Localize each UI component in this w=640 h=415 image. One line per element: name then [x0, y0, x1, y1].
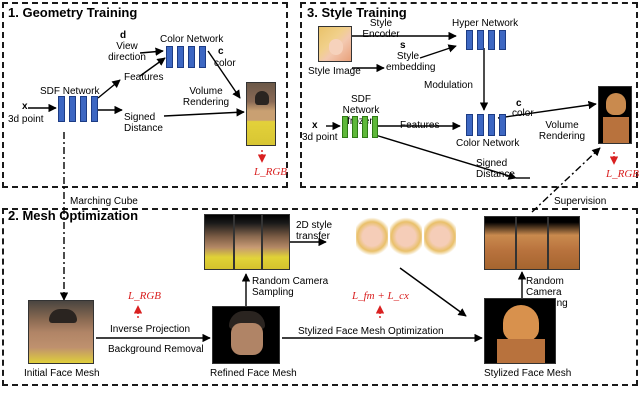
point-label: 3d point — [8, 114, 44, 125]
sdf-network-block — [58, 96, 98, 122]
style-image — [318, 26, 352, 62]
sdf-network-label: SDF Network — [40, 86, 100, 97]
style-encoder-label: Style Encoder — [362, 18, 400, 40]
initial-face-mesh-image — [28, 300, 94, 364]
style-color-symbol: c — [516, 98, 522, 109]
style-point-label: 3d point — [302, 132, 338, 143]
geometry-training-section — [2, 2, 288, 188]
marching-cube-label: Marching Cube — [70, 196, 138, 207]
style-color-output-label: color — [512, 108, 534, 119]
refined-face-mesh-image — [212, 306, 280, 364]
view-direction-label: View direction — [108, 41, 146, 63]
style-training-title: 3. Style Training — [307, 5, 407, 20]
point-symbol: x — [22, 101, 28, 112]
style-features-label: Features — [400, 120, 440, 131]
style-color-network-label: Color Network — [456, 138, 520, 149]
supervision-label: Supervision — [554, 196, 607, 207]
rendered-face-image — [246, 82, 276, 146]
geometry-training-title: 1. Geometry Training — [8, 5, 138, 20]
mesh-loss-rgb: L_RGB — [128, 290, 161, 302]
style-volume-rendering-label: Volume Rendering — [538, 120, 586, 142]
mesh-loss-fm-cx: L_fm + L_cx — [352, 290, 409, 302]
stylized-mesh-view-strip — [484, 216, 580, 270]
inverse-projection-label: Inverse Projection — [110, 324, 191, 335]
hyper-network-label: Hyper Network — [452, 18, 519, 29]
view-direction-symbol: d — [120, 30, 127, 41]
hyper-network-block — [466, 30, 506, 50]
modulation-label: Modulation — [424, 80, 473, 91]
style-embedding-symbol: s — [400, 40, 406, 51]
initial-face-mesh-label: Initial Face Mesh — [24, 368, 100, 379]
color-symbol: c — [218, 46, 224, 57]
style-image-label: Style Image — [308, 66, 361, 77]
style-signed-distance-label: Signed Distance — [476, 158, 515, 180]
color-output-label: color — [214, 58, 236, 69]
style-transfer-label: 2D style transfer — [296, 220, 333, 242]
real-view-strip — [204, 214, 290, 270]
stylized-face-mesh-label: Stylized Face Mesh — [484, 368, 572, 379]
stylized-face-mesh-image — [484, 298, 556, 364]
style-loss-rgb: L_RGB — [606, 168, 639, 180]
geometry-loss-rgb: L_RGB — [254, 166, 287, 178]
random-camera-sampling-left: Random Camera Sampling — [252, 276, 329, 298]
style-color-network-block — [466, 114, 506, 136]
frozen-sdf-network-label: SDF Network (frozen) — [342, 94, 380, 127]
color-network-block — [166, 46, 206, 68]
color-network-label: Color Network — [160, 34, 224, 45]
mesh-optimization-section — [2, 208, 638, 386]
stylized-view-strip — [356, 214, 456, 264]
background-removal-label: Background Removal — [108, 344, 204, 355]
frozen-sdf-network-block — [342, 116, 378, 138]
refined-face-mesh-label: Refined Face Mesh — [210, 368, 297, 379]
style-point-symbol: x — [312, 120, 318, 131]
style-embedding-label: Style embedding — [386, 51, 436, 73]
stylized-optimization-label: Stylized Face Mesh Optimization — [298, 326, 444, 337]
signed-distance-label: Signed Distance — [124, 112, 163, 134]
features-label: Features — [124, 72, 164, 83]
mesh-optimization-title: 2. Mesh Optimization — [8, 208, 139, 223]
style-training-section — [300, 2, 638, 188]
stylized-render-image — [598, 86, 632, 144]
volume-rendering-label: Volume Rendering — [182, 86, 230, 108]
